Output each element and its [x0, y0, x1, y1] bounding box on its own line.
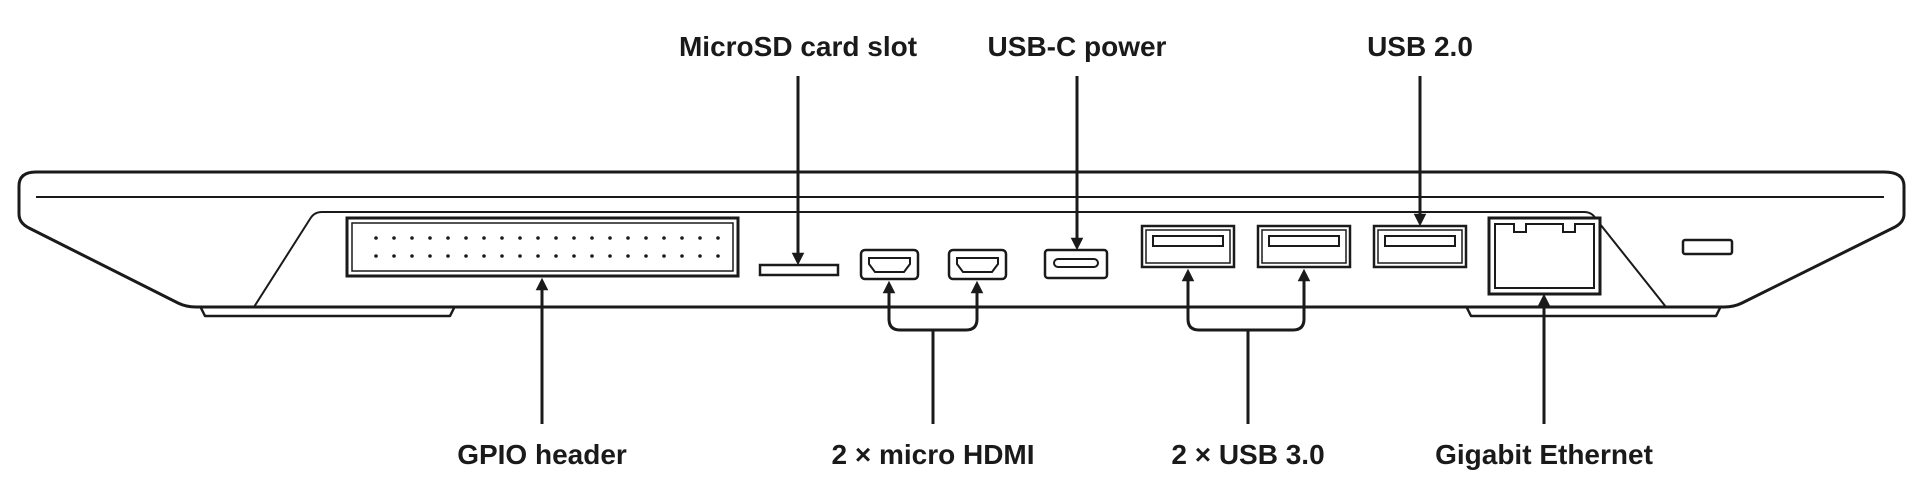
- status-led: [1681, 238, 1734, 256]
- device-body: [17, 170, 1906, 318]
- callout-lines: [535, 76, 1551, 424]
- gpio-pin: [662, 236, 666, 240]
- gpio-pin: [644, 236, 648, 240]
- gpio-pin: [590, 236, 594, 240]
- gpio-pin: [554, 236, 558, 240]
- gpio-pin: [374, 236, 378, 240]
- gpio-pin: [428, 254, 432, 258]
- hdmi-label: 2 × micro HDMI: [831, 439, 1034, 470]
- gpio-pin: [500, 236, 504, 240]
- gpio-pin: [698, 254, 702, 258]
- usb3-label: 2 × USB 3.0: [1171, 439, 1324, 470]
- gpio-pin: [446, 254, 450, 258]
- hdmi-bracket: [882, 280, 984, 332]
- gpio-pin: [626, 254, 630, 258]
- gpio-pin: [680, 236, 684, 240]
- usb-3-port-2: [1256, 224, 1352, 269]
- port-panel: [253, 211, 1667, 308]
- microsd-slot: [758, 263, 840, 277]
- gpio-label: GPIO header: [457, 439, 627, 470]
- usb3-bracket: [1181, 268, 1311, 332]
- usb-3-port-1: [1140, 224, 1236, 269]
- gpio-pin: [410, 236, 414, 240]
- gpio-pin: [626, 236, 630, 240]
- micro-hdmi-port-1: [859, 248, 920, 281]
- gpio-pin: [446, 236, 450, 240]
- gpio-pin: [410, 254, 414, 258]
- device-outline: [17, 170, 1906, 309]
- gpio-pin: [698, 236, 702, 240]
- gpio-pin: [464, 254, 468, 258]
- microsd-label: MicroSD card slot: [679, 31, 917, 62]
- gpio-pin: [716, 254, 720, 258]
- ethernet-label: Gigabit Ethernet: [1435, 439, 1653, 470]
- gpio-pin: [482, 254, 486, 258]
- usb-c-power-port: [1043, 248, 1109, 280]
- gpio-pin: [374, 254, 378, 258]
- gpio-pin: [608, 236, 612, 240]
- gpio-pin: [518, 254, 522, 258]
- gpio-pin: [392, 236, 396, 240]
- gpio-pin: [428, 236, 432, 240]
- gpio-pin: [518, 236, 522, 240]
- gpio-pins: [374, 236, 720, 258]
- gpio-pin: [716, 236, 720, 240]
- gpio-pin: [482, 236, 486, 240]
- gpio-pin: [590, 254, 594, 258]
- usbc-label: USB-C power: [988, 31, 1167, 62]
- gpio-pin: [608, 254, 612, 258]
- usb2-label: USB 2.0: [1367, 31, 1473, 62]
- gpio-pin: [572, 236, 576, 240]
- usb-2-port: [1372, 224, 1468, 269]
- gpio-pin: [536, 254, 540, 258]
- gpio-pin: [464, 236, 468, 240]
- gpio-pin: [572, 254, 576, 258]
- gpio-pin: [392, 254, 396, 258]
- gpio-pin: [500, 254, 504, 258]
- gpio-header-port: [345, 216, 740, 278]
- gpio-pin: [554, 254, 558, 258]
- gpio-pin: [644, 254, 648, 258]
- gpio-pin: [536, 236, 540, 240]
- gpio-pin: [680, 254, 684, 258]
- gigabit-ethernet-port: [1487, 216, 1602, 296]
- micro-hdmi-port-2: [947, 248, 1008, 281]
- gpio-pin: [662, 254, 666, 258]
